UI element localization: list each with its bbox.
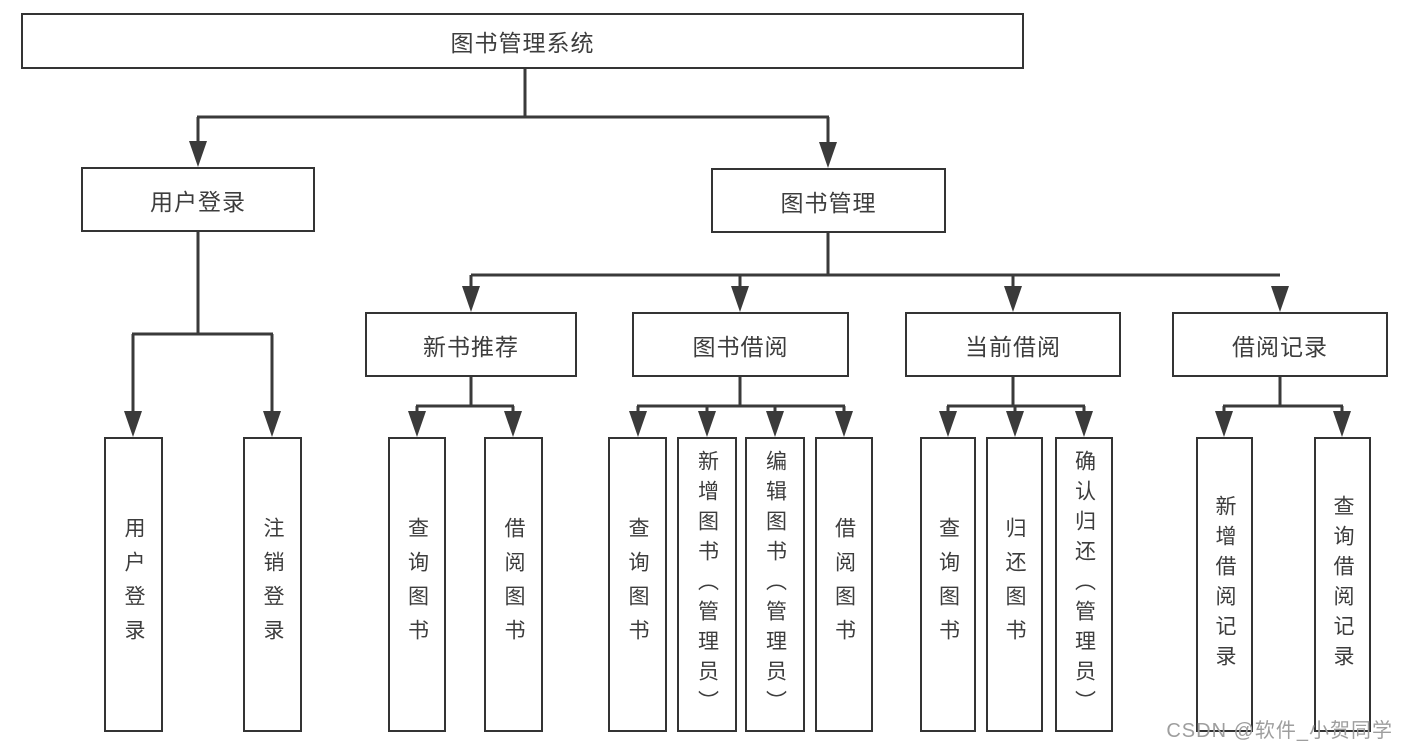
node-label: 用户登录 [122, 516, 145, 653]
node-label: 查询图书 [936, 516, 960, 653]
leaf-borrow-books-recommend: 借阅图书 [484, 437, 543, 732]
node-label: 注销登录 [261, 516, 284, 653]
node-label: 编辑图书（管理员） [763, 449, 787, 720]
node-label: 图书借阅 [692, 333, 789, 360]
node-user-login: 用户登录 [81, 167, 315, 232]
leaf-add-book-admin: 新增图书（管理员） [677, 437, 737, 732]
node-book-borrowing: 图书借阅 [632, 312, 849, 377]
node-borrowing-records: 借阅记录 [1172, 312, 1388, 377]
leaf-user-login: 用户登录 [104, 437, 163, 732]
node-label: 借阅记录 [1232, 333, 1328, 360]
node-new-book-recommendation: 新书推荐 [365, 312, 577, 377]
connector-root-split [189, 69, 837, 168]
node-book-management: 图书管理 [711, 168, 946, 233]
node-label: 查询借阅记录 [1331, 494, 1354, 675]
node-label: 借阅图书 [832, 516, 856, 653]
leaf-borrow-books: 借阅图书 [815, 437, 873, 732]
csdn-watermark: CSDN @软件_小贺同学 [1166, 720, 1393, 742]
leaf-query-borrow-record: 查询借阅记录 [1314, 437, 1371, 732]
node-label: 查询图书 [405, 516, 429, 653]
node-label: 新增图书（管理员） [695, 449, 719, 720]
leaf-confirm-return-admin: 确认归还（管理员） [1055, 437, 1113, 732]
connector-newbook-split [408, 377, 522, 437]
leaf-query-books-recommend: 查询图书 [388, 437, 446, 732]
leaf-query-books-current: 查询图书 [920, 437, 976, 732]
node-current-borrowing: 当前借阅 [905, 312, 1121, 377]
leaf-logout: 注销登录 [243, 437, 302, 732]
node-label: 图书管理系统 [450, 30, 595, 56]
connector-currentborrow-split [939, 377, 1093, 437]
connector-borrowrec-split [1215, 377, 1351, 437]
connector-bookborrow-split [629, 377, 853, 437]
node-label: 查询图书 [626, 516, 649, 653]
connector-userlogin-split [124, 232, 281, 437]
node-label: 新书推荐 [423, 333, 519, 360]
leaf-return-book: 归还图书 [986, 437, 1043, 732]
leaf-add-borrow-record: 新增借阅记录 [1196, 437, 1253, 732]
leaf-query-books-borrowing: 查询图书 [608, 437, 667, 732]
connector-bookmgmt-split [462, 233, 1289, 312]
node-label: 确认归还（管理员） [1072, 449, 1096, 720]
node-root-system: 图书管理系统 [21, 13, 1024, 69]
node-label: 图书管理 [780, 189, 877, 216]
node-label: 归还图书 [1003, 516, 1026, 653]
node-label: 借阅图书 [502, 516, 525, 653]
node-label: 用户登录 [150, 188, 246, 215]
node-label: 新增借阅记录 [1213, 494, 1236, 675]
node-label: 当前借阅 [965, 333, 1061, 360]
leaf-edit-book-admin: 编辑图书（管理员） [745, 437, 805, 732]
